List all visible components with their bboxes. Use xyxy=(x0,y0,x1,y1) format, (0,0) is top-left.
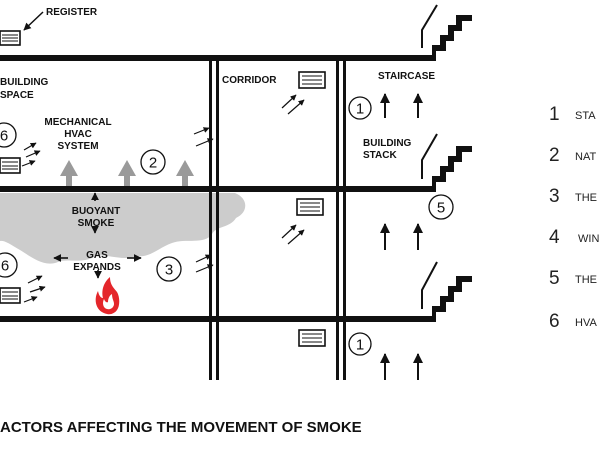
building-stack-label: BUILDING xyxy=(363,138,412,149)
legend-number: 2 xyxy=(549,145,560,166)
corridor-wall-left xyxy=(216,61,219,186)
svg-text:2: 2 xyxy=(149,155,157,172)
svg-text:6: 6 xyxy=(1,258,9,275)
register-vent xyxy=(298,329,326,347)
buoyant-smoke-label: BUOYANT xyxy=(72,206,121,217)
legend-text: STA xyxy=(575,110,596,122)
legend-number: 4 xyxy=(549,227,560,248)
register-vent xyxy=(296,198,324,216)
building-stack-label: STACK xyxy=(363,150,397,161)
stair-wall xyxy=(336,322,339,380)
legend-number: 1 xyxy=(549,104,560,125)
register-label: REGISTER xyxy=(46,7,98,18)
mechanical-hvac-label: HVAC xyxy=(64,129,92,140)
smoke-cloud xyxy=(0,193,246,264)
staircase-steps xyxy=(421,4,472,61)
factor-marker-natural-buoyancy: 2 xyxy=(140,149,166,175)
mechanical-hvac-label: MECHANICAL xyxy=(44,117,111,128)
corridor-wall-left xyxy=(216,322,219,380)
factor-marker-stack: 1 xyxy=(348,96,372,120)
factor-marker-thermal-expansion: 3 xyxy=(156,256,182,282)
fire-icon xyxy=(95,277,120,315)
legend-text: NAT xyxy=(575,151,596,163)
svg-text:1: 1 xyxy=(356,337,364,354)
legend-text: THE xyxy=(575,274,597,286)
stair-wall xyxy=(336,61,339,186)
factor-marker-5: 5 xyxy=(428,194,454,220)
hvac-up-arrow xyxy=(60,160,78,186)
register-vent xyxy=(0,30,21,46)
hvac-up-arrow xyxy=(118,160,136,186)
legend-text: HVA xyxy=(575,317,597,329)
legend: 1 STA 2 NAT 3 THE 4 WIN 5 THE 6 HVA xyxy=(549,104,599,332)
gas-expands-label: EXPANDS xyxy=(73,262,121,273)
buoyant-smoke-label: SMOKE xyxy=(78,218,115,229)
stack-up-arrow xyxy=(380,93,423,380)
register-pointer-arrow xyxy=(23,11,44,31)
hvac-up-arrow xyxy=(176,160,194,186)
mechanical-hvac-label: SYSTEM xyxy=(57,141,98,152)
corridor-wall-left xyxy=(216,192,219,316)
staircase-steps xyxy=(421,133,472,192)
factor-marker-hvac: 6 xyxy=(0,252,18,278)
register-vent xyxy=(298,71,326,89)
svg-text:3: 3 xyxy=(165,262,173,279)
corridor-wall-left xyxy=(209,192,212,316)
legend-number: 6 xyxy=(549,311,560,332)
staircase-steps xyxy=(421,261,472,322)
corridor-wall-left xyxy=(209,322,212,380)
staircase-label: STAIRCASE xyxy=(378,71,435,82)
legend-text: THE xyxy=(575,192,597,204)
svg-text:1: 1 xyxy=(356,101,364,118)
stair-wall xyxy=(343,61,346,186)
airflow-arrows xyxy=(21,94,305,303)
factor-marker-stack: 1 xyxy=(348,332,372,356)
svg-text:6: 6 xyxy=(0,128,8,145)
gas-expands-label: GAS xyxy=(86,250,108,261)
stair-wall xyxy=(343,322,346,380)
factor-marker-hvac: 6 xyxy=(0,122,17,148)
floor-slab-top xyxy=(0,55,425,61)
corridor-label: CORRIDOR xyxy=(222,75,277,86)
register-vent xyxy=(0,157,21,174)
diagram-title: ACTORS AFFECTING THE MOVEMENT OF SMOKE xyxy=(0,419,362,436)
building-space-label: BUILDING xyxy=(0,77,49,88)
svg-text:5: 5 xyxy=(437,200,445,217)
stair-wall xyxy=(343,192,346,316)
register-vent xyxy=(0,287,21,304)
stair-wall xyxy=(336,192,339,316)
floor-slab-middle xyxy=(0,186,425,192)
legend-number: 5 xyxy=(549,268,560,289)
building-space-label: SPACE xyxy=(0,90,34,101)
legend-number: 3 xyxy=(549,186,560,207)
floor-slab-lower xyxy=(0,316,425,322)
legend-text: WIN xyxy=(578,233,599,245)
corridor-wall-left xyxy=(209,61,212,186)
